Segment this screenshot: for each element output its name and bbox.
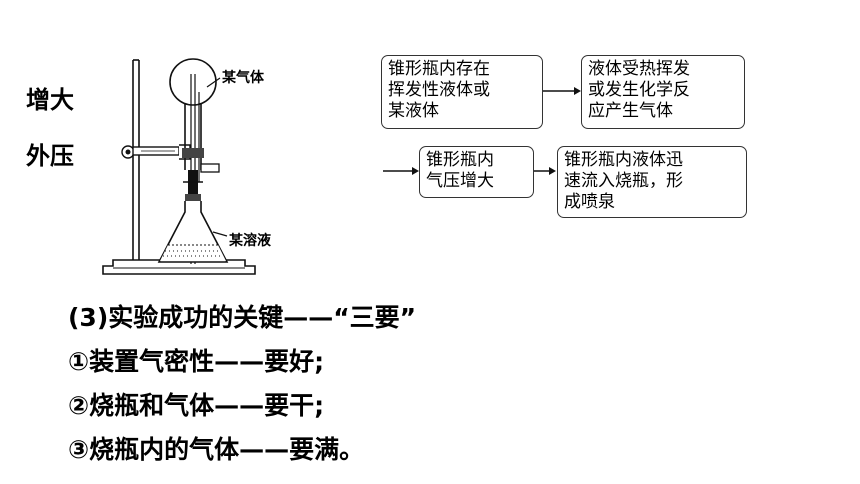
round-bottom-flask [169, 58, 217, 170]
flow-box-gas-produced: 液体受热挥发 或发生化学反 应产生气体 [581, 55, 745, 129]
flow-box-line: 锥形瓶内存在 [388, 59, 490, 79]
flow-box-fountain-forms: 锥形瓶内液体迅 速流入烧瓶，形 成喷泉 [557, 146, 747, 218]
flow-box-line: 成喷泉 [564, 192, 615, 212]
iron-stand-base [102, 259, 256, 275]
side-tube [200, 163, 220, 173]
gas-label: 某气体 [222, 69, 265, 86]
flow-box-line: 锥形瓶内液体迅 [564, 150, 683, 170]
solution-liquid [160, 244, 226, 261]
stopper [182, 148, 204, 158]
key-point-item: ②烧瓶和气体——要干; [68, 391, 325, 420]
iron-stand-rod [132, 59, 140, 260]
side-label-increase: 增大 [26, 86, 74, 114]
flow-box-line: 气压增大 [426, 171, 494, 191]
flow-box-line: 应产生气体 [588, 101, 673, 121]
flow-box-line: 或发生化学反 [588, 80, 690, 100]
fountain-apparatus-figure: 某气体 某溶液 [102, 58, 272, 275]
flow-box-volatile-liquid: 锥形瓶内存在 挥发性液体或 某液体 [381, 55, 543, 129]
side-label-external-pressure: 外压 [26, 142, 74, 170]
gas-leader-line [206, 77, 221, 88]
key-points-heading: (3)实验成功的关键——“三要” [68, 303, 417, 332]
arrow-right-icon [543, 87, 581, 95]
flow-box-line: 液体受热挥发 [588, 59, 690, 79]
flow-box-line: 某液体 [388, 101, 439, 121]
flow-box-line: 锥形瓶内 [426, 150, 494, 170]
flow-box-line: 挥发性液体或 [388, 80, 490, 100]
flow-box-line: 速流入烧瓶，形 [564, 171, 683, 191]
key-point-item: ③烧瓶内的气体——要满。 [68, 435, 365, 464]
arrow-right-icon [534, 167, 556, 175]
rubber-tube [183, 170, 203, 194]
flow-box-pressure-increase: 锥形瓶内 气压增大 [419, 146, 534, 198]
solution-label: 某溶液 [229, 232, 272, 249]
key-points: (3)实验成功的关键——“三要” ①装置气密性——要好; ②烧瓶和气体——要干;… [68, 296, 416, 472]
solution-leader-line [212, 231, 228, 237]
key-point-item: ①装置气密性——要好; [68, 347, 325, 376]
clamp [121, 144, 191, 160]
arrow-right-icon [383, 167, 419, 175]
